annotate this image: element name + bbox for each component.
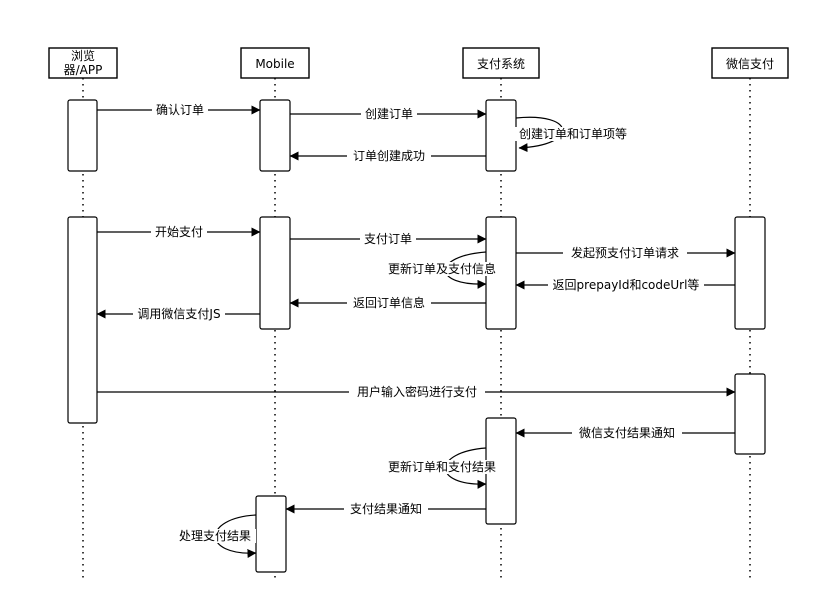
message-m2: 创建订单	[290, 107, 487, 121]
participant-mobile: Mobile	[240, 47, 310, 79]
message-m1-label: 确认订单	[156, 103, 204, 117]
message-m3: 创建订单和订单项等	[514, 116, 632, 153]
message-m14-label: 更新订单和支付结果	[388, 459, 496, 474]
message-m12: 用户输入密码进行支付	[97, 384, 736, 399]
participant-browser-label-2: 器/APP	[64, 63, 103, 77]
message-m8-label: 更新订单及支付信息	[388, 261, 496, 276]
message-m10: 返回订单信息	[289, 295, 486, 310]
message-m10-label: 返回订单信息	[353, 295, 425, 310]
message-m13: 微信支付结果通知	[515, 426, 735, 440]
participant-wechat: 微信支付	[711, 47, 789, 79]
participant-mobile-label: Mobile	[255, 57, 294, 71]
participant-wechat-label: 微信支付	[726, 57, 774, 71]
message-m11-label: 调用微信支付JS	[137, 307, 220, 321]
message-m16: 处理支付结果	[174, 514, 257, 558]
message-m4-label: 订单创建成功	[353, 149, 425, 163]
message-m16-label: 处理支付结果	[179, 529, 251, 543]
message-m7: 发起预支付订单请求	[516, 245, 736, 260]
participant-browser: 浏览 器/APP	[48, 47, 118, 79]
message-m1: 确认订单	[97, 103, 261, 117]
message-m9: 返回prepayId和codeUrl等	[515, 278, 735, 292]
activation-wechat-1	[734, 216, 766, 330]
message-m12-label: 用户输入密码进行支付	[357, 384, 477, 399]
activation-wechat-2	[734, 373, 766, 455]
activation-pay-1	[485, 99, 517, 172]
message-m3-label: 创建订单和订单项等	[519, 127, 627, 141]
activation-browser-2	[67, 216, 98, 424]
message-m5: 开始支付	[97, 225, 261, 239]
message-m15-label: 支付结果通知	[350, 502, 422, 516]
participant-pay: 支付系统	[462, 47, 540, 79]
activation-mobile-3	[255, 495, 287, 573]
message-m9-label: 返回prepayId和codeUrl等	[553, 278, 700, 292]
activation-mobile-2	[259, 216, 291, 330]
message-m6-label: 支付订单	[364, 232, 412, 246]
message-m15: 支付结果通知	[285, 502, 486, 516]
message-m14: 更新订单和支付结果	[382, 447, 502, 489]
participant-browser-label-1: 浏览	[71, 48, 95, 63]
message-m2-label: 创建订单	[365, 107, 413, 121]
message-m7-label: 发起预支付订单请求	[571, 245, 679, 260]
message-m5-label: 开始支付	[155, 225, 203, 239]
activation-mobile-1	[259, 99, 291, 172]
message-m8: 更新订单及支付信息	[382, 251, 502, 289]
message-m4: 订单创建成功	[289, 149, 486, 163]
message-m6: 支付订单	[290, 232, 487, 246]
participant-pay-label: 支付系统	[477, 57, 525, 71]
message-m11: 调用微信支付JS	[96, 307, 260, 321]
activation-browser-1	[67, 99, 98, 172]
message-m13-label: 微信支付结果通知	[579, 426, 675, 440]
